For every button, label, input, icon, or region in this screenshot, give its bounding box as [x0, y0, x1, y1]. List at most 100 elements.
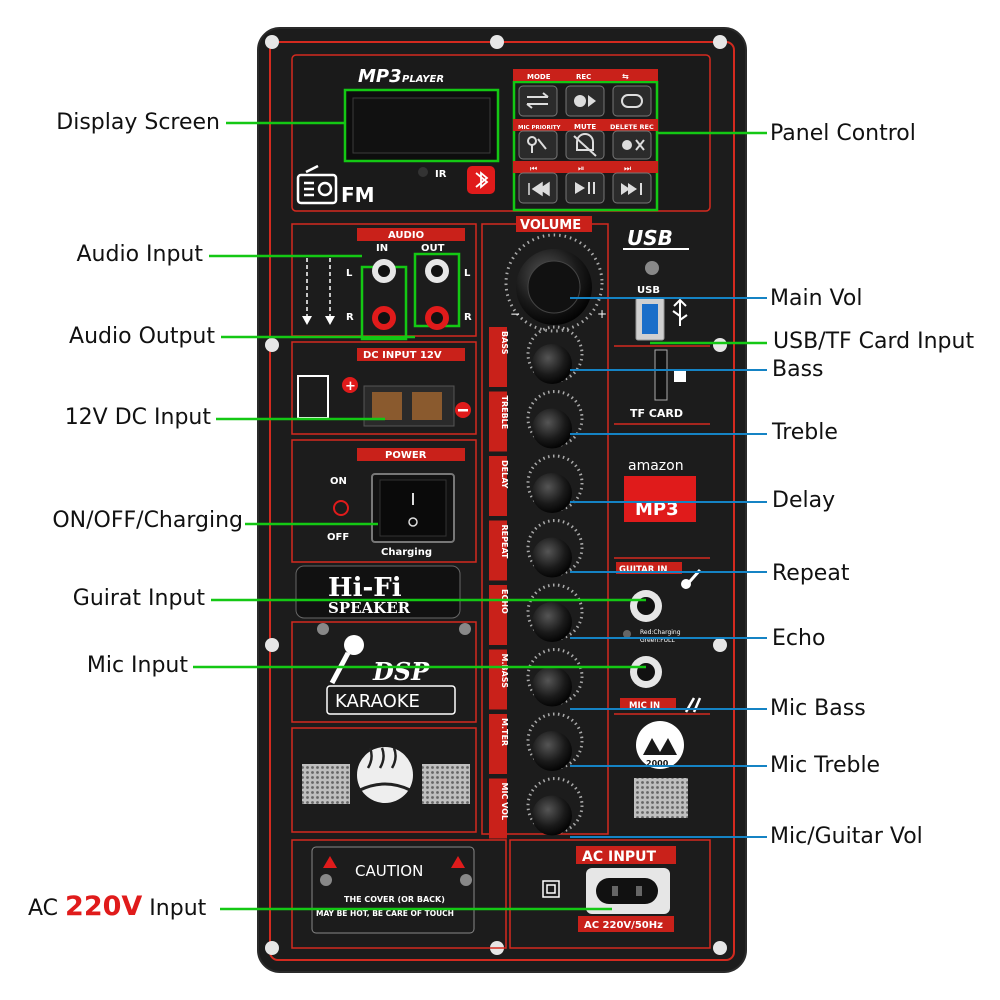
usb-tf-callout: USB/TF Card Input [773, 329, 975, 354]
volume-title: VOLUME [520, 218, 581, 233]
mute-button[interactable] [565, 130, 605, 160]
knob-scale-3 [526, 519, 584, 576]
amazon-label: amazon [628, 458, 684, 474]
play-label: ⏯ [578, 164, 584, 173]
button-label-bars [513, 69, 658, 173]
caution-line-2: MAY BE HOT, BE CARE OF TOUCH [316, 909, 454, 918]
dc-input-callout: 12V DC Input [64, 405, 211, 430]
power-icon [333, 500, 349, 516]
ac-rating-label: AC 220V/50Hz [584, 920, 663, 931]
mp3-logo: MP3 [358, 66, 402, 87]
knob-tag-6 [489, 714, 507, 774]
knob-scale-0 [526, 325, 584, 383]
ac-suffix: Input [149, 896, 207, 921]
ac-voltage: 220V [65, 891, 143, 922]
speaker-grill-right-column [634, 778, 688, 818]
tf-card-label: TF CARD [630, 407, 683, 420]
knob-5[interactable] [532, 666, 572, 707]
next-button[interactable] [612, 172, 652, 204]
delete-rec-button[interactable] [612, 130, 652, 160]
knob-7[interactable] [532, 795, 572, 836]
echo-callout: Echo [772, 626, 826, 651]
audio-output-callout: Audio Output [69, 324, 215, 349]
prev-label: ⏮ [530, 164, 537, 173]
dsp-section [291, 621, 477, 723]
out-label: OUT [421, 243, 445, 254]
loop-button[interactable] [612, 85, 652, 117]
bass-callout: Bass [772, 357, 824, 382]
signal-arrows [306, 258, 331, 318]
svg-text:+: + [597, 307, 607, 321]
knob-4[interactable] [532, 602, 572, 642]
ac-section [509, 839, 711, 949]
knob-1[interactable] [532, 408, 572, 449]
knob-3[interactable] [532, 537, 572, 578]
power-section [291, 439, 477, 563]
guitar-in-label: GUITAR IN [619, 565, 668, 575]
knob-label-2: DELAY [500, 460, 509, 489]
ac-input-title: AC INPUT [582, 849, 657, 865]
speaker-grill-left [302, 764, 350, 804]
caution-line-1: THE COVER (OR BACK) [344, 895, 445, 904]
mounting-screws [265, 35, 727, 955]
mode-label: MODE [527, 73, 551, 81]
main-volume-knob[interactable] [504, 233, 604, 333]
mic-jack[interactable] [630, 656, 662, 688]
off-label: OFF [327, 532, 349, 543]
knob-label-0: BASS [500, 331, 509, 355]
red-charging-label: Red:Charging [640, 629, 681, 636]
grill-section [291, 727, 477, 833]
ac-prefix: AC [28, 896, 59, 921]
play-pause-button[interactable] [565, 172, 605, 204]
hot-spring-logo [357, 747, 413, 803]
usb-screw [645, 261, 659, 275]
knob-scale-4 [526, 583, 584, 641]
speaker-grill-right [422, 764, 470, 804]
knob-6[interactable] [532, 731, 572, 771]
ac-input-callout: AC 220V Input [28, 893, 206, 920]
mic-priority-label: MIC PRIORITY [518, 125, 561, 131]
guitar-input-callout: Guirat Input [72, 586, 205, 611]
knob-label-4: ECHO [500, 589, 509, 614]
repeat-callout: Repeat [772, 561, 850, 586]
r-label-left: R [346, 312, 354, 323]
tf-card-slot[interactable] [654, 349, 668, 401]
main-vol-callout: Main Vol [770, 286, 863, 311]
mic-priority-button[interactable] [518, 130, 558, 160]
knob-0[interactable] [532, 344, 572, 384]
dc-terminal[interactable] [363, 385, 455, 427]
green-full-label: Green:FULL [640, 637, 675, 644]
ir-label: IR [435, 169, 447, 180]
knob-2[interactable] [532, 473, 572, 513]
usb-logo: USB [627, 226, 673, 250]
r-label-right: R [464, 312, 472, 323]
hifi-label: Hi-Fi [328, 573, 402, 603]
on-off-callout: ON/OFF/Charging [52, 508, 243, 533]
dsp-label: DSP [372, 657, 430, 686]
knob-tag-0 [489, 327, 507, 387]
caution-title: CAUTION [355, 862, 423, 880]
speaker-label: SPEAKER [328, 599, 411, 617]
audio-input-callout: Audio Input [76, 242, 204, 267]
delete-rec-label: DELETE REC [610, 123, 654, 131]
panel-control-outline [512, 80, 659, 212]
guitar-jack[interactable] [630, 590, 662, 622]
audio-title: AUDIO [388, 230, 424, 241]
l-label-right: L [464, 268, 471, 279]
knob-tag-5 [489, 649, 507, 710]
class2-icon [542, 880, 560, 898]
mic-input-callout: Mic Input [86, 653, 188, 678]
mode-button[interactable] [518, 85, 558, 117]
knob-label-1: TREBLE [500, 396, 509, 430]
rca-jacks[interactable] [372, 259, 449, 330]
power-switch[interactable] [371, 473, 455, 543]
treble-callout: Treble [772, 420, 838, 445]
knob-label-3: REPEAT [500, 525, 509, 560]
knob-label-6: M.TER [500, 718, 509, 746]
ac-socket[interactable] [586, 868, 670, 914]
mute-label: MUTE [574, 123, 596, 131]
prev-button[interactable] [518, 172, 558, 204]
knob-tag-2 [489, 456, 507, 516]
rec-button[interactable] [565, 85, 605, 117]
repeat-label: ⇆ [622, 72, 629, 81]
